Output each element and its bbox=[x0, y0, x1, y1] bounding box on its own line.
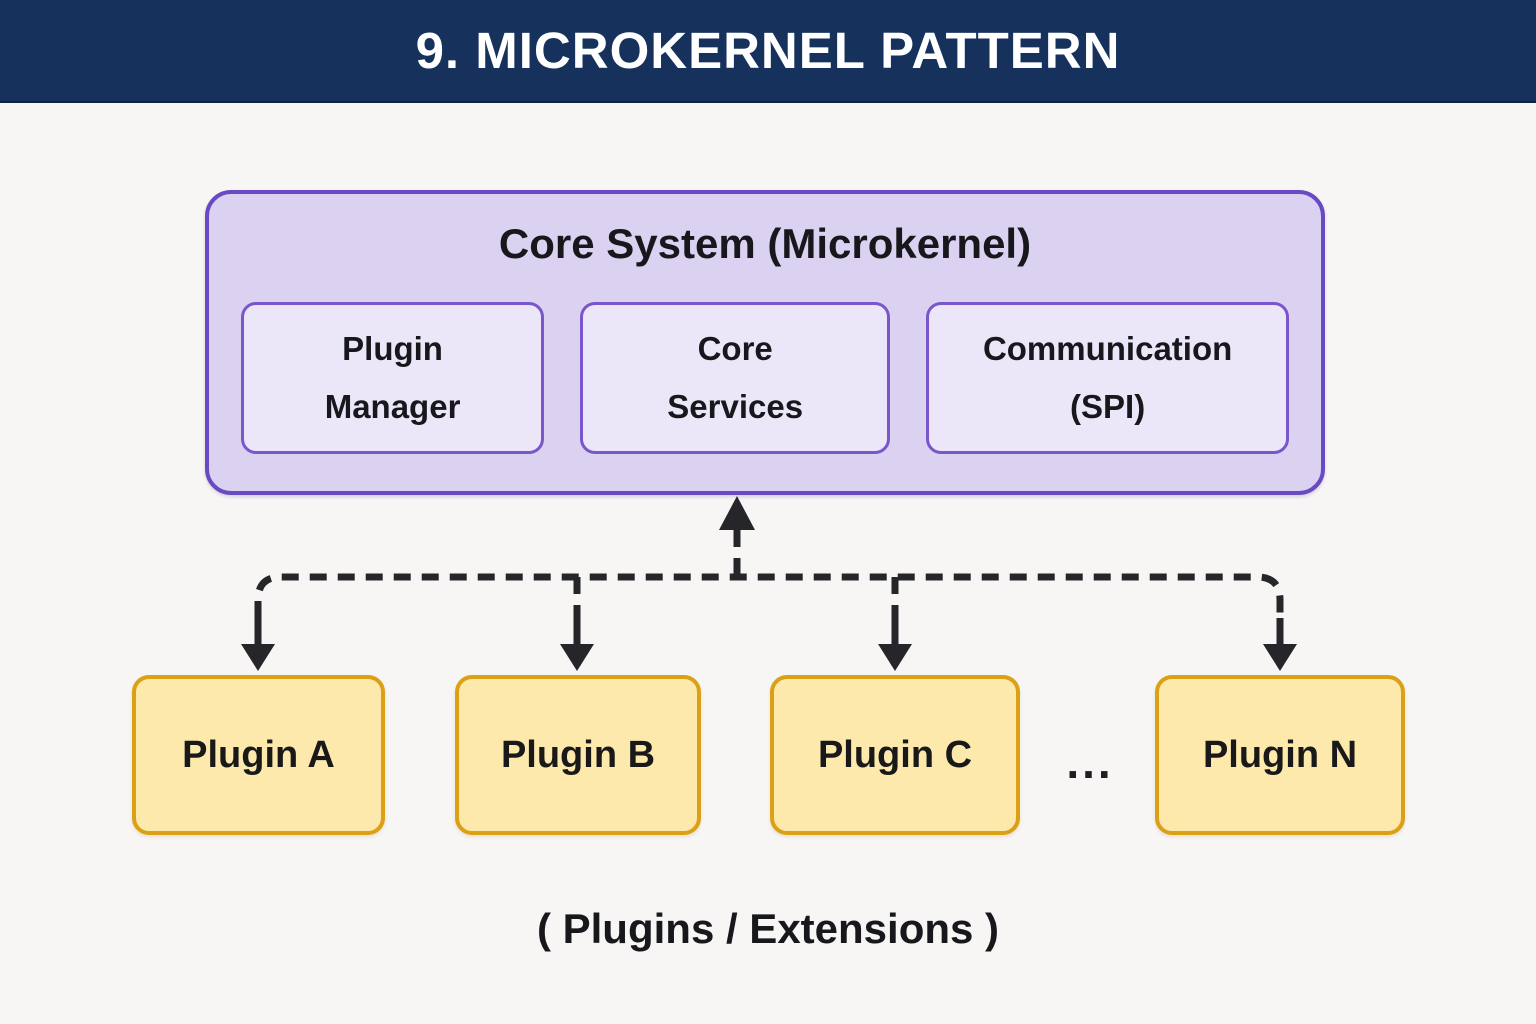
arrowhead-down-n-icon bbox=[1263, 644, 1297, 671]
page-title: 9. MICROKERNEL PATTERN bbox=[415, 22, 1121, 79]
arrowhead-down-b-icon bbox=[560, 644, 594, 671]
plugins-ellipsis: ... bbox=[1066, 736, 1114, 788]
core-components-row: Plugin Manager Core Services Communicati… bbox=[209, 302, 1321, 454]
core-system-title: Core System (Microkernel) bbox=[498, 220, 1032, 267]
plugin-n-box: Plugin N bbox=[1155, 675, 1405, 835]
dashed-bus-line bbox=[254, 573, 1284, 618]
core-system-container: Core System (Microkernel) Plugin Manager… bbox=[205, 190, 1325, 495]
plugin-c-box: Plugin C bbox=[770, 675, 1020, 835]
arrowhead-up-icon bbox=[719, 496, 755, 530]
core-services-box: Core Services bbox=[580, 302, 891, 454]
plugin-manager-box: Plugin Manager bbox=[241, 302, 545, 454]
plugins-caption: ( Plugins / Extensions ) bbox=[536, 905, 1000, 952]
plugin-a-box: Plugin A bbox=[132, 675, 385, 835]
title-banner: 9. MICROKERNEL PATTERN bbox=[0, 0, 1536, 103]
plugin-b-box: Plugin B bbox=[455, 675, 701, 835]
communication-spi-box: Communication (SPI) bbox=[926, 302, 1289, 454]
arrowhead-down-a-icon bbox=[241, 644, 275, 671]
arrowhead-down-c-icon bbox=[878, 644, 912, 671]
